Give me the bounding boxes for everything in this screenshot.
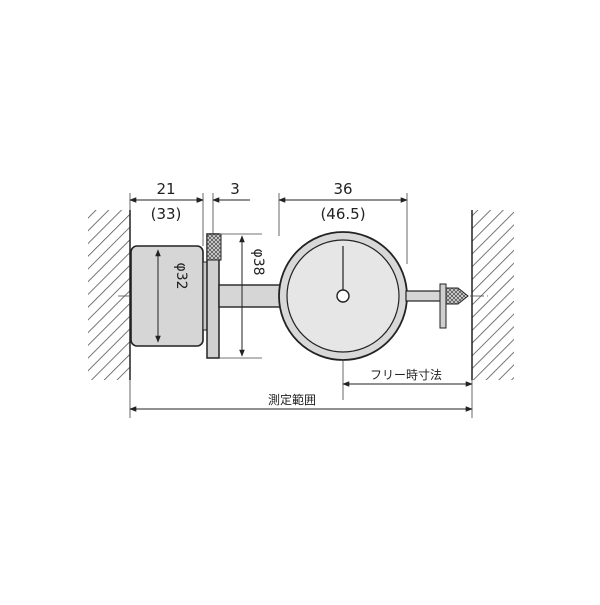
label-dial-length-alt: (46.5) <box>320 205 365 223</box>
left-wall <box>88 210 131 380</box>
knurl-grip <box>206 233 222 261</box>
connecting-shaft <box>218 284 284 308</box>
dial-pivot <box>336 289 350 303</box>
dial-gauge <box>278 231 408 361</box>
label-gap: 3 <box>230 180 240 198</box>
label-body-length-alt: (33) <box>151 205 182 223</box>
label-body-length: 21 <box>156 180 175 198</box>
label-measuring-range: 測定範囲 <box>268 392 316 407</box>
label-free-length: フリー時寸法 <box>370 368 442 382</box>
dimension-lines <box>129 197 473 412</box>
label-dial-length: 36 <box>333 180 352 198</box>
contact-stem <box>405 283 469 329</box>
flange-plate <box>206 233 222 359</box>
right-wall <box>471 210 514 380</box>
label-flange-diameter: φ38 <box>250 248 266 275</box>
gauge-body <box>130 245 204 347</box>
contact-tip <box>445 287 469 305</box>
label-body-diameter: φ32 <box>173 262 189 289</box>
